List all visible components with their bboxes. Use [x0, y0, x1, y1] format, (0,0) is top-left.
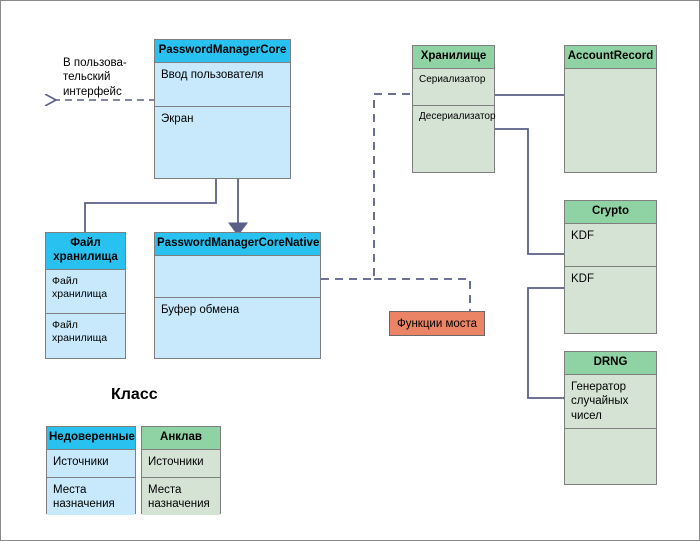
class-attribute-row — [565, 428, 656, 484]
legend-row: Источники — [47, 449, 135, 478]
class-crypto[interactable]: Crypto KDF KDF — [564, 200, 657, 334]
connector-core-to-filestorage — [84, 179, 217, 232]
to-user-interface-label: В пользова- тельский интерфейс — [63, 57, 127, 98]
legend-row: Места назначения — [47, 477, 135, 515]
class-attribute-row — [155, 255, 320, 298]
class-drng[interactable]: DRNG Генератор случайных чисел — [564, 351, 657, 485]
class-password-manager-core-native[interactable]: PasswordManagerCoreNative Буфер обмена — [154, 232, 321, 359]
legend-item-enclave: Анклав Источники Места назначения — [141, 426, 221, 515]
legend-row: Места назначения — [142, 477, 220, 515]
class-attribute-row: Генератор случайных чисел — [565, 374, 656, 429]
legend-title: Класс — [111, 386, 158, 403]
class-attribute-row: KDF — [565, 223, 656, 267]
connector-corenative-to-storage — [321, 93, 412, 280]
class-account-record[interactable]: AccountRecord — [564, 45, 657, 173]
class-password-manager-core[interactable]: PasswordManagerCore Ввод пользователя Эк… — [154, 39, 291, 179]
class-title-account-record: AccountRecord — [565, 46, 656, 69]
class-title-drng: DRNG — [565, 352, 656, 375]
connector-corenative-to-bridge — [374, 278, 471, 311]
class-attribute-row: Буфер обмена — [155, 297, 320, 358]
class-attribute-row: Экран — [155, 106, 290, 178]
class-attribute-row: KDF — [565, 266, 656, 333]
legend-header-untrusted: Недоверенные — [47, 427, 135, 450]
class-title-file-storage: Файл хранилища — [46, 233, 125, 270]
connector-crypto-to-drng — [527, 287, 572, 403]
class-storage[interactable]: Хранилище Сериализатор Десериализатор — [412, 45, 496, 173]
class-attribute-row: Файл хранилища — [46, 269, 125, 314]
class-attribute-row: Десериализатор — [413, 105, 496, 172]
connector-core-to-corenative — [228, 179, 248, 236]
class-attribute-row: Сериализатор — [413, 68, 494, 106]
class-title-password-manager-core-native: PasswordManagerCoreNative — [155, 233, 320, 256]
legend-header-enclave: Анклав — [142, 427, 220, 450]
class-attribute-row: Ввод пользователя — [155, 62, 290, 107]
class-title-crypto: Crypto — [565, 201, 656, 224]
legend-row: Источники — [142, 449, 220, 478]
connector-storage-to-crypto — [495, 128, 564, 255]
class-attribute-row: Файл хранилища — [46, 313, 125, 358]
class-title-password-manager-core: PasswordManagerCore — [155, 40, 290, 63]
class-attribute-row — [565, 68, 656, 172]
class-file-storage[interactable]: Файл хранилища Файл хранилища Файл храни… — [45, 232, 126, 359]
class-title-storage: Хранилище — [413, 46, 494, 69]
bridge-functions-box[interactable]: Функции моста — [389, 311, 485, 336]
legend-item-untrusted: Недоверенные Источники Места назначения — [46, 426, 136, 515]
